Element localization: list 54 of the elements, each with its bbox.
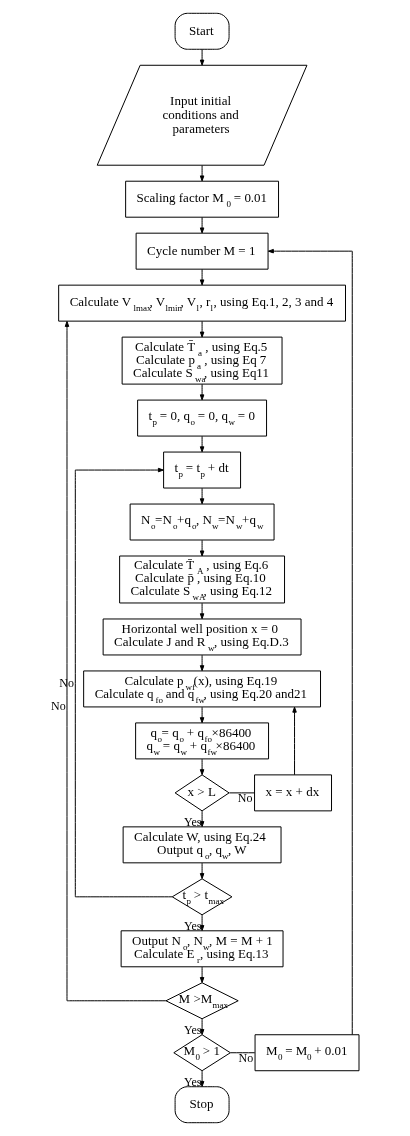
arrow (199, 1018, 205, 1035)
arrow (199, 165, 205, 182)
node-box: t$_{p}$ = 0, q$_{o}$ = 0, q$_{w}$ = 0 (137, 399, 268, 437)
node-box: Output N$_{o}$, N$_{w}$, M = M + 1 Calculate E$_{r}$, using Eq.13 (120, 930, 284, 968)
edge-label: No (238, 1051, 254, 1066)
node-box: Start (174, 12, 230, 50)
arrow (74, 467, 173, 898)
arrow (199, 810, 205, 828)
node-diamond: x > L (174, 774, 230, 812)
node-box: x = x + dx (254, 774, 332, 812)
node-box: N$_{o}$=N$_{o}$+q$_{o}$, N$_{w}$=N$_{w}$+q$_{w}$ (129, 503, 275, 541)
node-box: Horizontal well position x = 0 Calculate J and R$_{w}$, using Eq.D.3 (102, 618, 302, 656)
node-box: Stop (174, 1086, 230, 1124)
arrow (199, 654, 205, 672)
connector (230, 1052, 256, 1054)
node-box: Calculate V$_{lmax}$, V$_{lmin}$, V$_{l}$, r$_{l}$, using Eq.1, 2, 3 and 4 (58, 284, 346, 322)
arrow (199, 320, 205, 338)
arrow (199, 602, 205, 620)
edge-label: Yes (184, 814, 202, 829)
arrow (199, 383, 205, 401)
arrow (199, 966, 205, 983)
arrow (64, 320, 167, 1002)
edge-label: No (59, 675, 74, 690)
arrow (199, 435, 205, 453)
node-box: t$_{p}$ = t$_{p}$ + dt (163, 451, 242, 489)
arrow (199, 487, 205, 505)
arrow (199, 49, 205, 66)
arrow (292, 706, 297, 776)
arrow (199, 216, 205, 234)
node-box: M$_{0}$ = M$_{0}$ + 0.01 (254, 1034, 360, 1072)
node-box: Calculate T̄$_{A}$ , using Eq.6 Calculate p̄ , using Eq.10 Calculate S$_{wA}$, using Eq.12 (119, 555, 286, 604)
arrow (199, 914, 205, 932)
edge-label: No (237, 791, 253, 806)
node-diamond: M$_{0}$ > 1 (173, 1034, 231, 1072)
node-box: q$_{o}$= q$_{o}$ + q$_{fo}$×86400 q$_{w}$ = q$_{w}$ + q$_{fw}$×86400 (135, 722, 270, 760)
connector (228, 792, 255, 794)
edge-label: No (51, 698, 66, 713)
arrow (199, 539, 205, 557)
arrow (267, 248, 353, 1035)
node-diamond: M >M$_{max}$ (165, 982, 239, 1020)
arrow (199, 268, 205, 286)
node-box: Calculate p$_{wf}$(x), using Eq.19 Calculate q$_{fo}$ and q$_{fw}$, using Eq.20 and21 (83, 670, 321, 708)
arrow (199, 758, 205, 776)
node-box: Cycle number M = 1 (135, 232, 269, 270)
edge-label: Yes (184, 918, 202, 933)
node-box: Calculate T̄$_{a}$ , using Eq.5 Calculate p$_{a}$ , using Eq 7 Calculate S$_{wa}$, using Eq11 (121, 336, 283, 385)
node-diamond: t$_{p}$ > t$_{max}$ (171, 878, 233, 916)
arrow (199, 862, 205, 880)
node-box: Calculate W, using Eq.24 Output q$_{o}$, q$_{w}$, W (122, 826, 282, 864)
node-box: Scaling factor M$_{0}$ = 0.01 (125, 180, 280, 218)
edge-label: Yes (184, 1022, 202, 1037)
edge-label: Yes (184, 1074, 202, 1089)
arrow (199, 706, 205, 724)
arrow (199, 1070, 205, 1087)
